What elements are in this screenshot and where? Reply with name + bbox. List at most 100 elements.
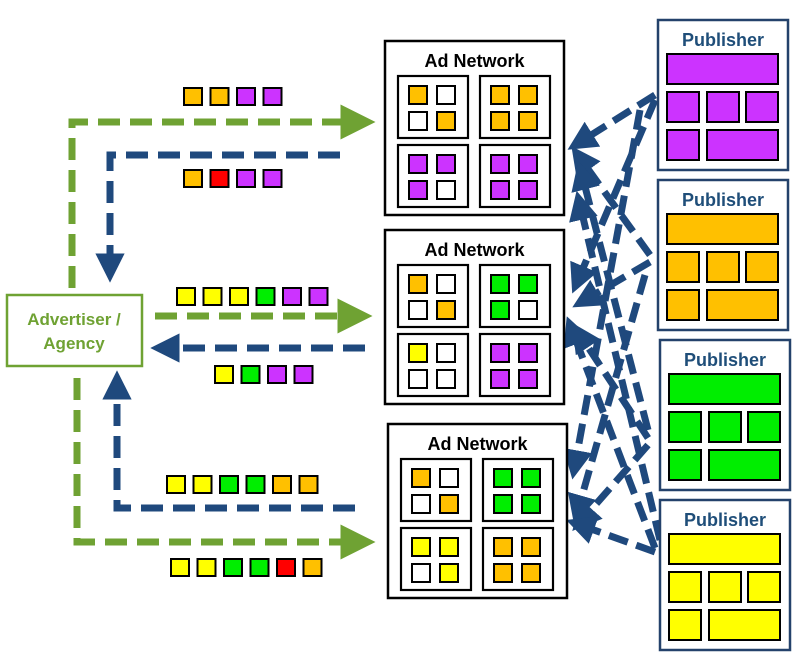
publisher-2-ad-slot [666, 251, 700, 283]
ad-token [236, 87, 256, 106]
ad-network-3-ad-slot [521, 468, 541, 488]
ad-network-3-ad-slot [411, 537, 431, 557]
publisher-1: Publisher [656, 18, 790, 172]
publisher-3-layout [668, 373, 781, 481]
arrow-pub1-net3 [563, 109, 644, 480]
ad-token [282, 287, 302, 306]
publisher-1-banner-slot [666, 53, 779, 85]
ad-network-2: Ad Network [383, 228, 566, 406]
ad-network-1-ad-slot [408, 180, 428, 200]
arrow-pub1-net1 [567, 92, 657, 150]
ad-network-1-ad-slot [490, 180, 510, 200]
publisher-2-banner-slot [666, 213, 779, 245]
arrow-pub4-net2 [563, 316, 659, 550]
arrow-network-3-to-advertiser [102, 370, 355, 512]
ad-token-rows [166, 87, 329, 577]
publisher-4-title: Publisher [684, 510, 766, 530]
ad-network-2-ad-slot [490, 343, 510, 363]
ad-token [249, 558, 270, 577]
publisher-3-ad-slot [668, 449, 702, 481]
ad-network-1-ad-slot [436, 154, 456, 174]
publisher-4-ad-slot [747, 571, 781, 603]
arrow-advertiser-to-network-1 [68, 104, 376, 288]
publisher-4-ad-slot [668, 571, 702, 603]
ad-token [255, 287, 276, 306]
arrow-pub2-net3 [567, 274, 649, 525]
arrow-pub3-net2 [571, 322, 651, 440]
publisher-2-wide-slot [706, 289, 779, 321]
ad-network-1: Ad Network [383, 39, 566, 217]
publisher-4-ad-slot [708, 571, 742, 603]
ad-network-3-title: Ad Network [427, 434, 528, 454]
ad-network-1-ad-slot [408, 111, 428, 131]
ad-network-1-ad-slot [436, 180, 456, 200]
ad-token [219, 475, 239, 494]
ad-token [298, 475, 319, 494]
ad-network-3-ad-slot [411, 494, 431, 514]
ad-token [183, 169, 203, 188]
publisher-flow-arrows [563, 92, 664, 556]
ad-network-3-ad-slot [493, 468, 513, 488]
publisher-3-wide-slot [708, 449, 781, 481]
publisher-4-ad-slot [668, 609, 702, 641]
ad-token [170, 558, 190, 577]
arrow-pub3-net3 [572, 442, 651, 532]
arrow-advertiser-to-network-3 [73, 378, 376, 560]
ad-network-2-ad-slot [408, 300, 428, 320]
ad-network-2-ad-slot [518, 300, 538, 320]
publisher-1-ad-slot [706, 91, 740, 123]
ad-network-3-ad-slot [411, 563, 431, 583]
ad-token [272, 475, 292, 494]
advertiser-flow-arrows [68, 104, 376, 560]
ad-token [223, 558, 243, 577]
ad-network-3-ad-slot [521, 537, 541, 557]
ad-network-3-ad-slot [439, 537, 459, 557]
ad-token [308, 287, 329, 306]
ad-network-1-ad-slot [436, 111, 456, 131]
publisher-4: Publisher [658, 498, 792, 652]
ad-token [176, 287, 196, 306]
ad-token [240, 365, 261, 384]
ad-network-1-ad-slot [518, 180, 538, 200]
ad-token [214, 365, 234, 384]
publisher-3-title: Publisher [684, 350, 766, 370]
publisher-2-title: Publisher [682, 190, 764, 210]
ad-network-3: Ad Network [386, 422, 569, 600]
ad-token [245, 475, 266, 494]
publisher-1-ad-slot [666, 91, 700, 123]
publisher-4-wide-slot [708, 609, 781, 641]
publisher-3: Publisher [658, 338, 792, 492]
ad-token [209, 87, 230, 106]
advertiser-label-line1: Advertiser / [27, 310, 121, 329]
ad-network-1-ad-slot [408, 85, 428, 105]
ad-network-2-ad-slot [408, 343, 428, 363]
ad-network-2-ad-slot [408, 369, 428, 389]
ad-network-1-ad-slot [490, 85, 510, 105]
ad-token [229, 287, 249, 306]
ad-token [293, 365, 314, 384]
ad-token [196, 558, 217, 577]
ad-network-3-ad-slot [521, 563, 541, 583]
ad-network-1-ad-slot [490, 111, 510, 131]
ad-network-1-title: Ad Network [424, 51, 525, 71]
ad-network-1-ad-slot [518, 111, 538, 131]
publisher-1-wide-slot [706, 129, 779, 161]
ad-token [192, 475, 213, 494]
publisher-2-ad-slot [745, 251, 779, 283]
ad-network-2-ad-slot [436, 274, 456, 294]
publisher-4-layout [668, 533, 781, 641]
publisher-1-title: Publisher [682, 30, 764, 50]
ad-token [209, 169, 230, 188]
publisher-3-ad-slot [668, 411, 702, 443]
ad-network-3-grid [399, 457, 555, 592]
ad-network-3-ad-slot [411, 468, 431, 488]
ad-token [236, 169, 256, 188]
publisher-1-ad-slot [666, 129, 700, 161]
publisher-2-layout [666, 213, 779, 321]
ad-network-2-grid [396, 263, 552, 398]
ad-network-1-ad-slot [518, 154, 538, 174]
ad-network-1-ad-slot [408, 154, 428, 174]
ad-network-2-ad-slot [518, 343, 538, 363]
ad-network-3-ad-slot [493, 494, 513, 514]
